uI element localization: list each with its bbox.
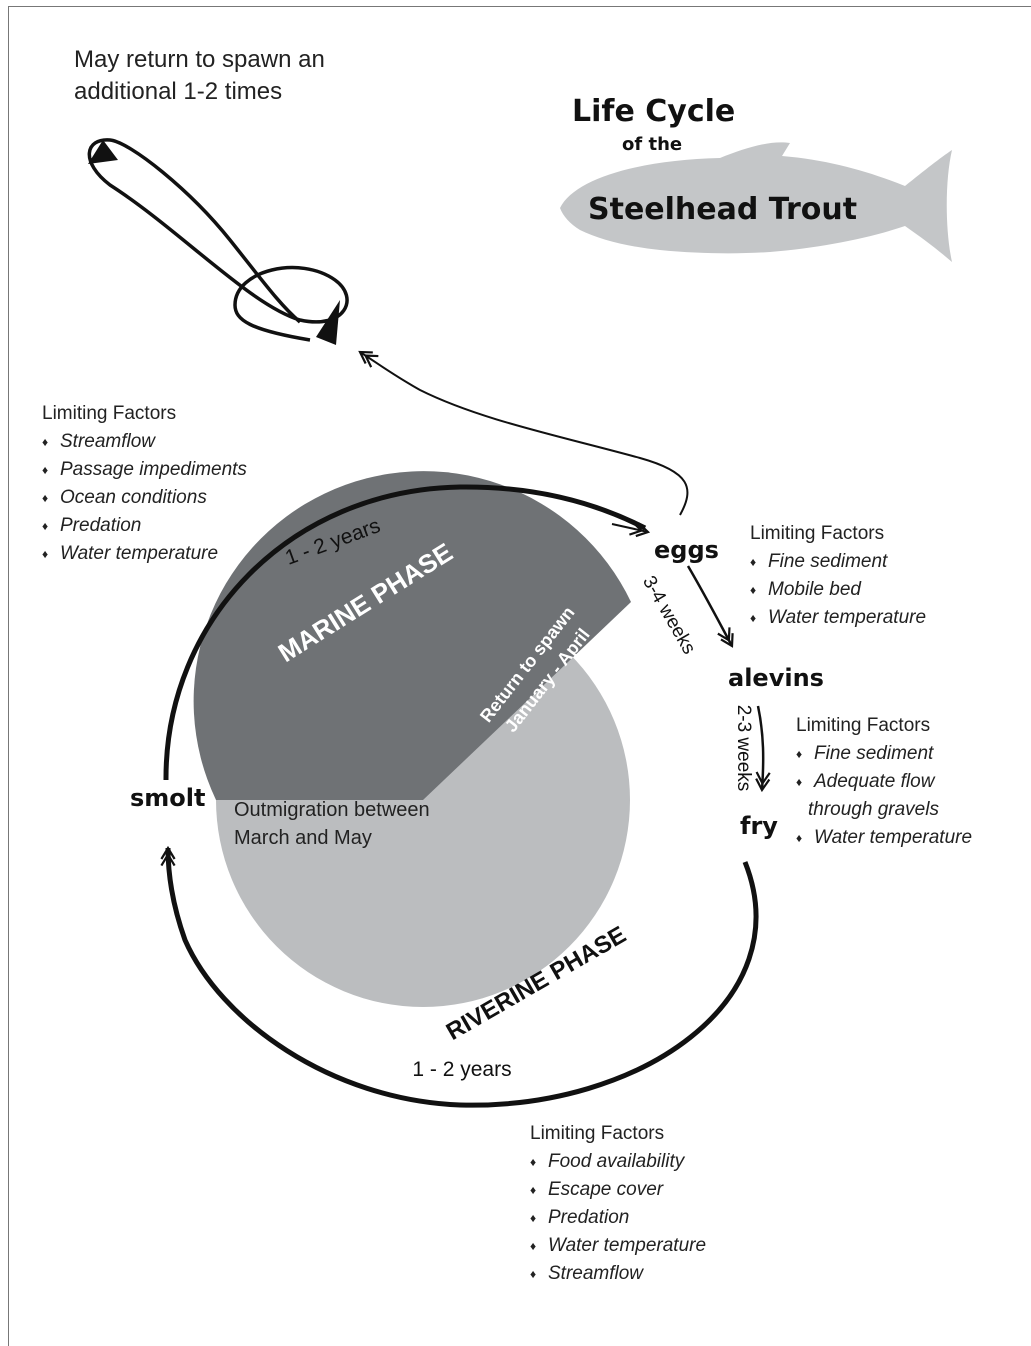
limiting-factor-item: Water temperature bbox=[42, 540, 247, 568]
respawn-note: May return to spawn an additional 1-2 ti… bbox=[74, 46, 325, 105]
limiting-factors-heading: Limiting Factors bbox=[796, 715, 931, 736]
figure-frame bbox=[8, 6, 1031, 1346]
limiting-factors-heading: Limiting Factors bbox=[42, 403, 177, 424]
limiting-factors-alevins: Limiting Factors Fine sediment Adequate … bbox=[796, 712, 972, 852]
limiting-factor-item: Streamflow bbox=[530, 1260, 706, 1288]
loop-arrowhead-bottom bbox=[316, 300, 340, 345]
limiting-factor-item: Water temperature bbox=[530, 1232, 706, 1260]
stage-eggs: eggs bbox=[654, 536, 719, 564]
title-line3: Steelhead Trout bbox=[588, 192, 858, 227]
arrow-alevins-to-fry bbox=[755, 705, 771, 793]
stage-alevins: alevins bbox=[728, 664, 824, 692]
limiting-factors-heading: Limiting Factors bbox=[530, 1123, 665, 1144]
arrow-return-spawn bbox=[358, 350, 689, 516]
limiting-factor-item: Ocean conditions bbox=[42, 484, 247, 512]
arrow-eggs-to-alevins bbox=[686, 565, 734, 648]
riverine-arc bbox=[160, 845, 759, 1108]
fish-silhouette bbox=[560, 142, 952, 262]
alevins-fry-duration: 2-3 weeks bbox=[733, 705, 754, 792]
limiting-factor-item: Passage impediments bbox=[42, 456, 247, 484]
limiting-factor-item: Predation bbox=[530, 1204, 706, 1232]
limiting-factor-item: Streamflow bbox=[42, 428, 247, 456]
limiting-factor-item: Escape cover bbox=[530, 1176, 706, 1204]
limiting-factors-heading: Limiting Factors bbox=[750, 523, 885, 544]
figure-eight-loop bbox=[87, 138, 349, 342]
riverine-duration: 1 - 2 years bbox=[412, 1058, 511, 1081]
limiting-factor-item-continued: through gravels bbox=[808, 799, 939, 820]
eggs-alevins-duration: 3-4 weeks bbox=[638, 572, 699, 658]
marine-phase-area bbox=[193, 471, 631, 800]
loop-arrowhead-top bbox=[88, 140, 118, 164]
limiting-factor-item: Water temperature bbox=[750, 604, 926, 632]
limiting-factors-eggs: Limiting Factors Fine sediment Mobile be… bbox=[750, 520, 926, 632]
arrow-to-eggs bbox=[611, 520, 651, 538]
limiting-factor-item: Adequate flow bbox=[796, 768, 972, 796]
stage-fry: fry bbox=[740, 812, 778, 840]
limiting-factor-item: Water temperature bbox=[796, 824, 972, 852]
limiting-factor-item: Food availability bbox=[530, 1148, 706, 1176]
stage-smolt: smolt bbox=[130, 784, 206, 812]
limiting-factor-item: Predation bbox=[42, 512, 247, 540]
title-line1: Life Cycle bbox=[572, 94, 736, 129]
limiting-factor-item: Fine sediment bbox=[750, 548, 926, 576]
marine-arc bbox=[163, 484, 647, 781]
outmigration-note: Outmigration between March and May bbox=[234, 799, 430, 849]
limiting-factors-ocean: Limiting Factors Streamflow Passage impe… bbox=[42, 400, 247, 568]
limiting-factor-item: Mobile bed bbox=[750, 576, 926, 604]
title-line2: of the bbox=[622, 134, 683, 155]
limiting-factors-riverine: Limiting Factors Food availability Escap… bbox=[530, 1120, 706, 1288]
limiting-factor-item: Fine sediment bbox=[796, 740, 972, 768]
